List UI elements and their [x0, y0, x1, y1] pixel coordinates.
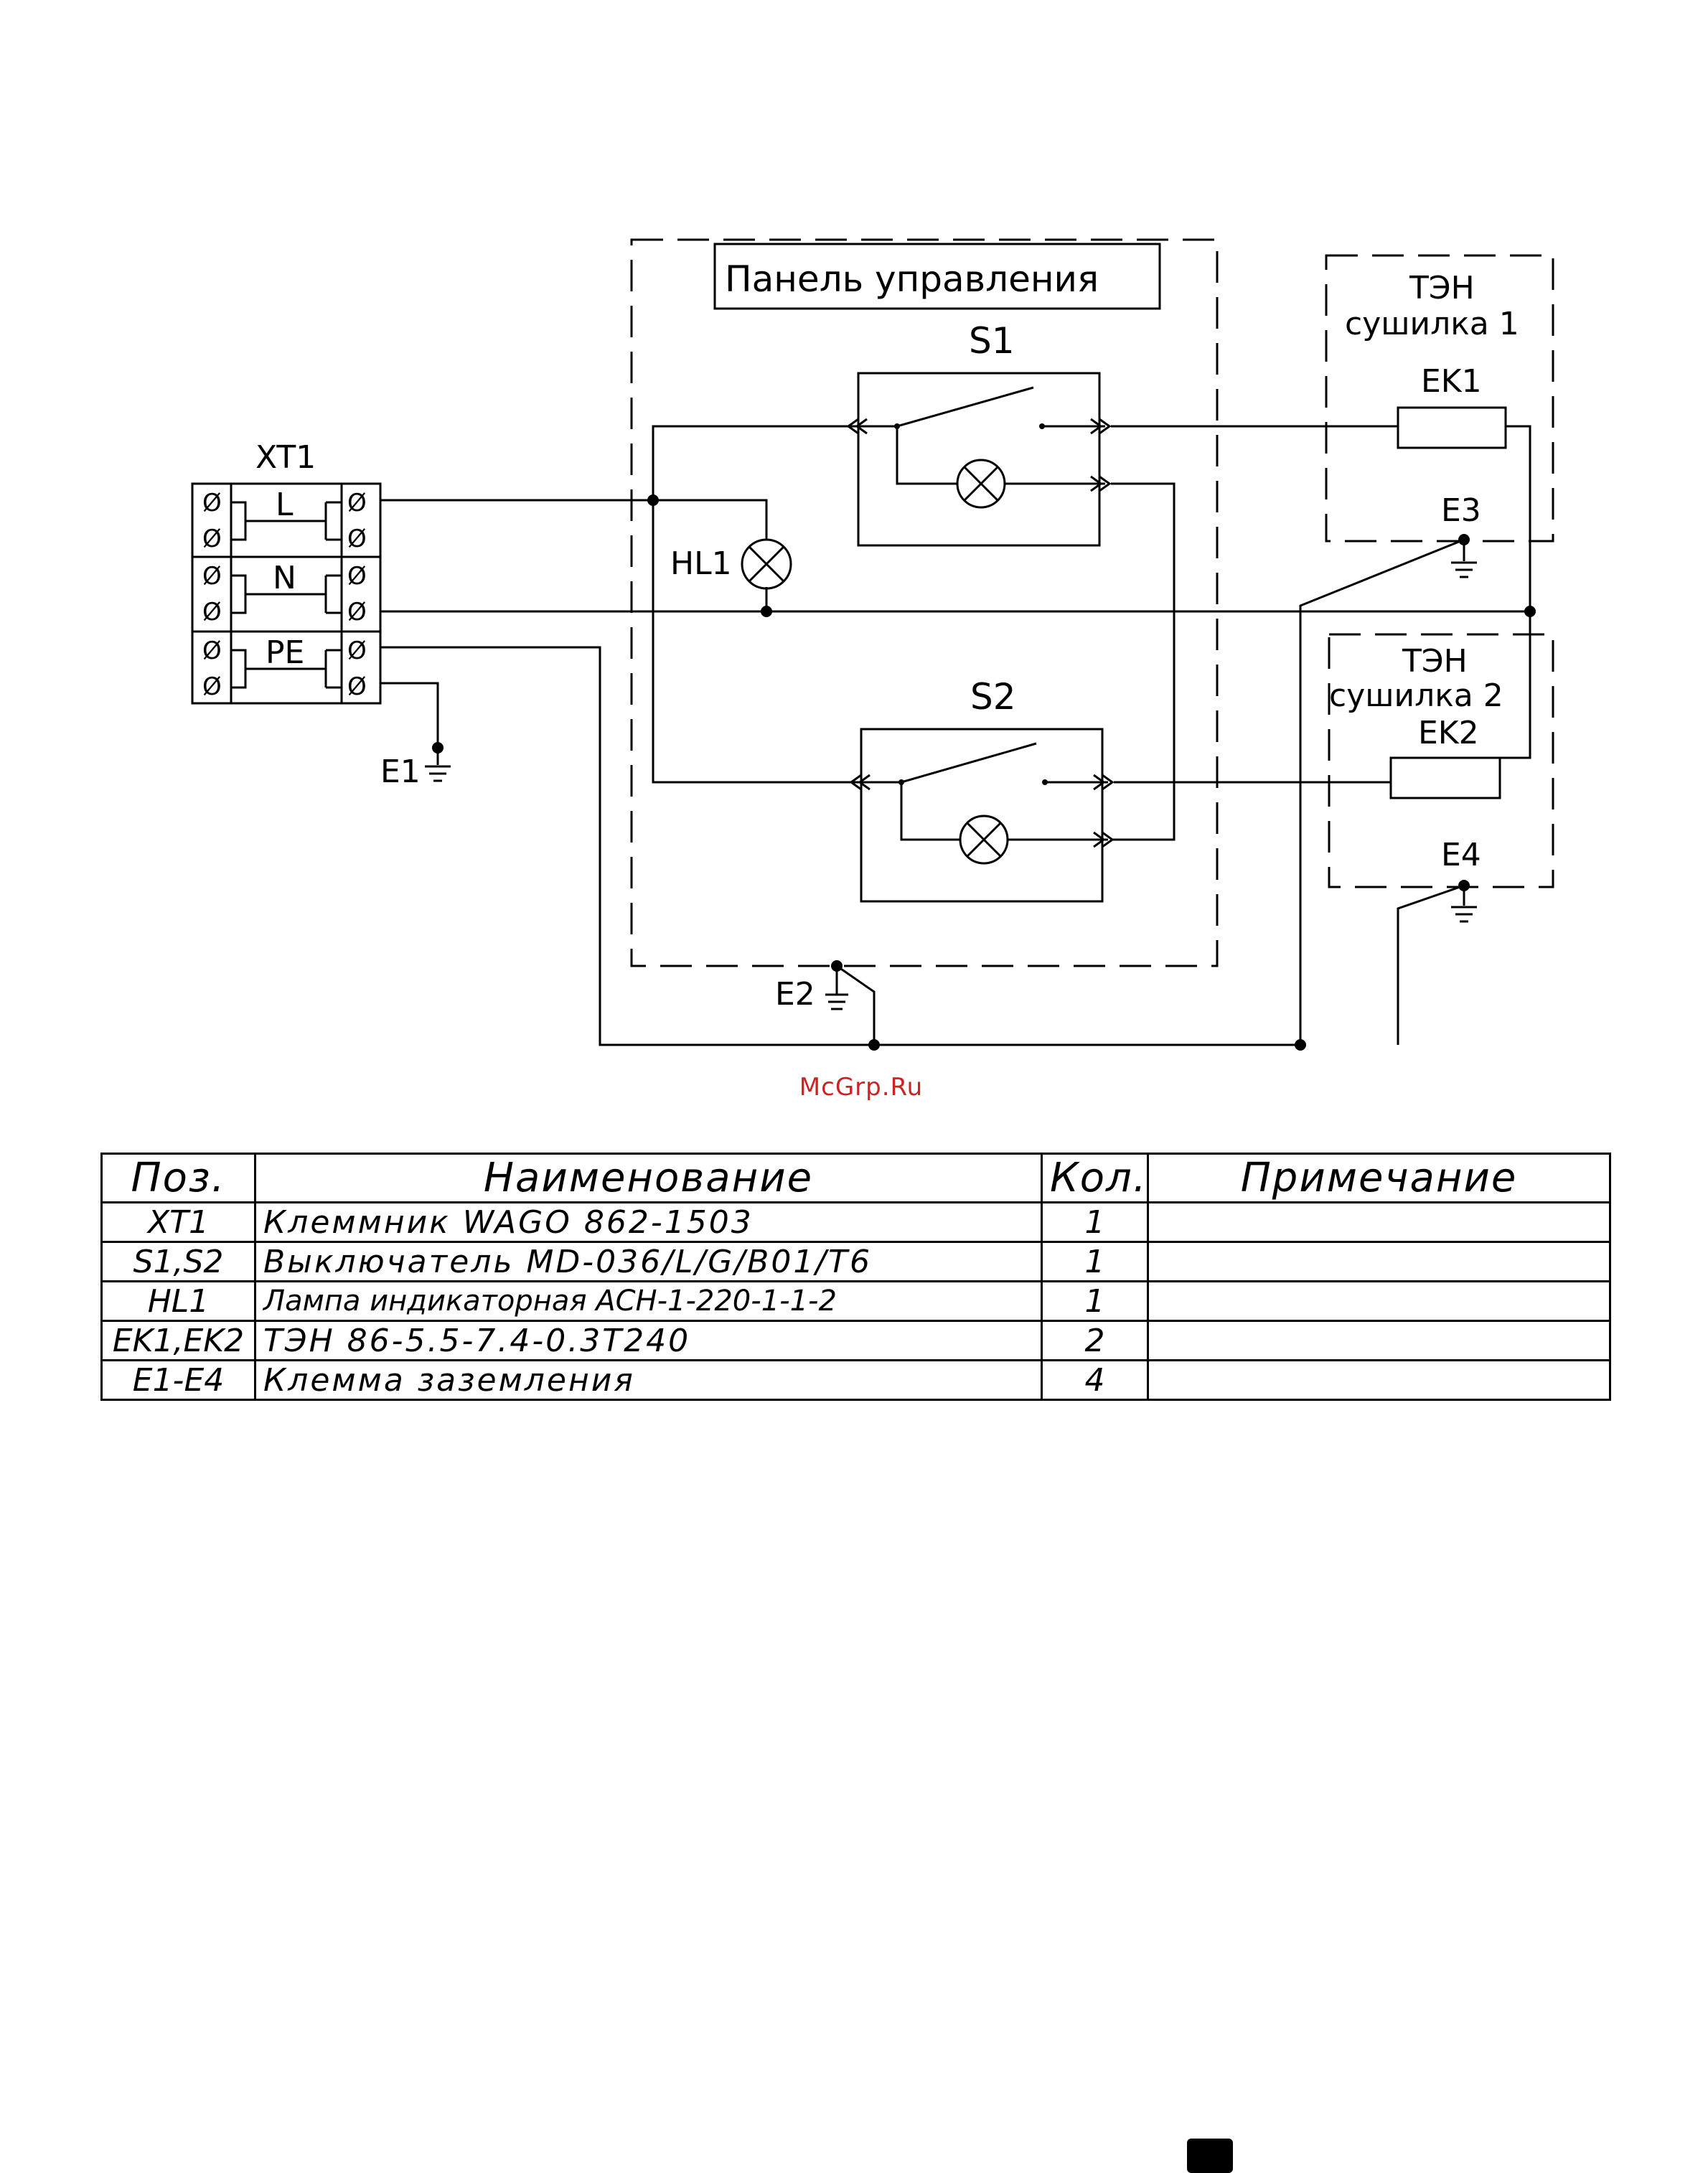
specification-table: Поз. Наименование Кол. Примечание XT1 Кл…	[100, 1153, 1611, 1401]
header-position: Поз.	[100, 1153, 256, 1203]
row-name: Клеммник WAGO 862-1503	[254, 1201, 1043, 1243]
row-name: ТЭН 86-5.5-7.4-0.3T240	[254, 1320, 1043, 1361]
row-quantity: 1	[1041, 1241, 1149, 1282]
contact-glyph: Ø	[202, 637, 222, 665]
row-position: HL1	[100, 1280, 256, 1322]
heater-1-subtitle: сушилка 1	[1345, 306, 1519, 342]
contact-glyph: Ø	[347, 672, 367, 701]
row-position: EK1,EK2	[100, 1320, 256, 1361]
row-name: Клемма заземления	[254, 1359, 1043, 1401]
watermark-text: McGrp.Ru	[799, 1073, 924, 1102]
ground-e1-label: E1	[380, 754, 421, 790]
row-position: S1,S2	[100, 1241, 256, 1282]
control-panel-title: Панель управления	[725, 258, 1099, 300]
contact-glyph: Ø	[202, 525, 222, 553]
heater-2-frame	[1328, 633, 1554, 888]
row-position: XT1	[100, 1201, 256, 1243]
switch-s2-label: S2	[970, 676, 1016, 718]
s2-lamp-symbol	[959, 815, 1009, 865]
row-quantity: 4	[1041, 1359, 1149, 1401]
contact-glyph: Ø	[347, 598, 367, 626]
heater-ek1-label: EK1	[1421, 363, 1482, 400]
contact-glyph: Ø	[202, 562, 222, 591]
row-note	[1147, 1241, 1611, 1282]
contact-glyph: Ø	[347, 637, 367, 665]
row-note	[1147, 1359, 1611, 1401]
wiring-diagram: Ø Ø Ø Ø Ø Ø Ø Ø Ø Ø Ø Ø XT1 L N PE Панел…	[191, 238, 1554, 1051]
table-row: EK1,EK2 ТЭН 86-5.5-7.4-0.3T240 2	[100, 1320, 1611, 1361]
heater-2-title: ТЭН	[1402, 643, 1468, 680]
lamp-hl1-label: HL1	[670, 545, 732, 582]
table-row: S1,S2 Выключатель MD-036/L/G/B01/T6 1	[100, 1241, 1611, 1282]
ground-e3-label: E3	[1441, 492, 1481, 529]
terminal-row-n: N	[273, 560, 296, 596]
table-row: XT1 Клеммник WAGO 862-1503 1	[100, 1201, 1611, 1243]
row-note	[1147, 1320, 1611, 1361]
s1-lamp-symbol	[956, 459, 1006, 509]
terminal-block-xt1	[191, 482, 382, 705]
hl1-lamp-symbol	[741, 538, 792, 590]
table-row: HL1 Лампа индикаторная ACH-1-220-1-1-2 1	[100, 1280, 1611, 1322]
contact-glyph: Ø	[347, 562, 367, 591]
header-name: Наименование	[254, 1153, 1043, 1203]
terminal-row-l: L	[276, 487, 294, 523]
ground-e4-label: E4	[1441, 837, 1481, 873]
switch-s1-label: S1	[969, 320, 1015, 362]
row-note	[1147, 1280, 1611, 1322]
page-marker	[1187, 2139, 1233, 2173]
header-note: Примечание	[1147, 1153, 1611, 1203]
heater-1-title: ТЭН	[1409, 270, 1475, 306]
terminal-block-label: XT1	[255, 439, 316, 476]
contact-glyph: Ø	[202, 598, 222, 626]
heater-2-subtitle: сушилка 2	[1329, 677, 1503, 714]
ground-e2-label: E2	[775, 976, 815, 1013]
terminal-row-pe: PE	[266, 634, 304, 671]
row-position: E1-E4	[100, 1359, 256, 1401]
row-quantity: 2	[1041, 1320, 1149, 1361]
control-panel-frame	[630, 238, 1219, 967]
row-name: Лампа индикаторная ACH-1-220-1-1-2	[254, 1280, 1043, 1322]
table-header-row: Поз. Наименование Кол. Примечание	[100, 1153, 1611, 1203]
contact-glyph: Ø	[202, 489, 222, 517]
row-quantity: 1	[1041, 1280, 1149, 1322]
contact-glyph: Ø	[347, 525, 367, 553]
heater-1-frame	[1325, 254, 1554, 543]
heater-ek2-label: EK2	[1418, 715, 1479, 751]
row-quantity: 1	[1041, 1201, 1149, 1243]
contact-glyph: Ø	[347, 489, 367, 517]
row-note	[1147, 1201, 1611, 1243]
table-row: E1-E4 Клемма заземления 4	[100, 1359, 1611, 1401]
row-name: Выключатель MD-036/L/G/B01/T6	[254, 1241, 1043, 1282]
contact-glyph: Ø	[202, 672, 222, 701]
header-quantity: Кол.	[1041, 1153, 1149, 1203]
